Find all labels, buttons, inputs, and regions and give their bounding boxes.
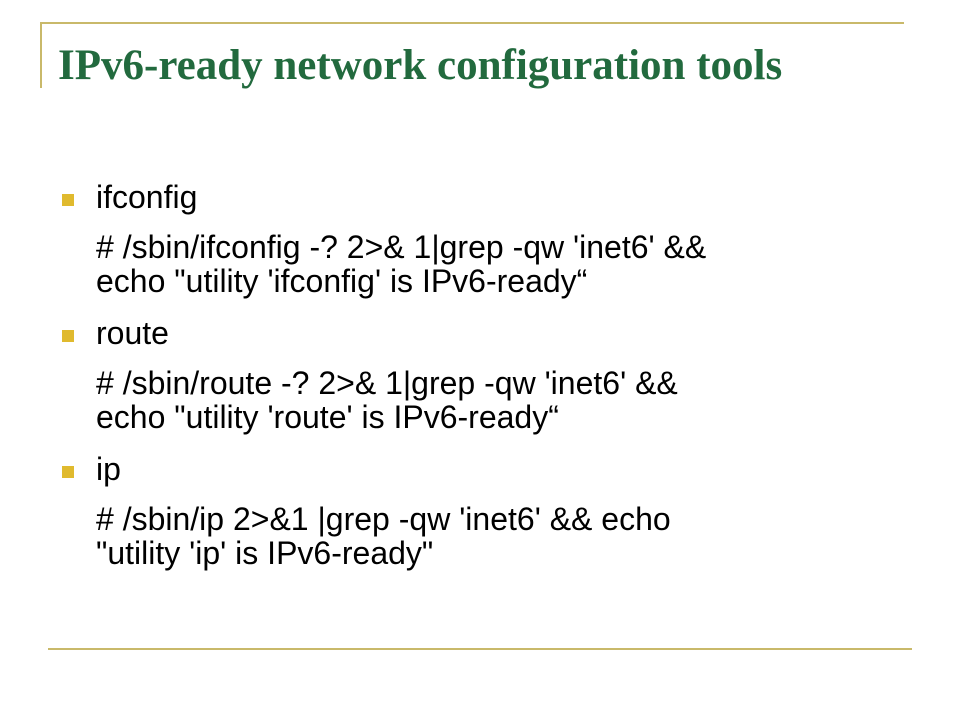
list-item-route: route # /sbin/route -? 2>& 1|grep -qw 'i… [60, 310, 920, 434]
command-line: # /sbin/ifconfig -? 2>& 1|grep -qw 'inet… [96, 229, 707, 265]
frame-left-line [40, 22, 42, 88]
command-text: # /sbin/ip 2>&1 |grep -qw 'inet6' && ech… [96, 502, 920, 570]
list-item-ip: ip # /sbin/ip 2>&1 |grep -qw 'inet6' && … [60, 446, 920, 570]
command-line: # /sbin/route -? 2>& 1|grep -qw 'inet6' … [96, 365, 678, 401]
square-bullet-icon [62, 330, 74, 342]
frame-bottom-line [48, 648, 912, 650]
command-line: # /sbin/ip 2>&1 |grep -qw 'inet6' && ech… [96, 501, 671, 537]
item-label: ifconfig [96, 179, 198, 215]
item-label: ip [96, 451, 121, 487]
command-text: # /sbin/ifconfig -? 2>& 1|grep -qw 'inet… [96, 230, 920, 298]
frame-top-line [40, 22, 904, 24]
command-line: "utility 'ip' is IPv6-ready" [96, 535, 434, 571]
command-text: # /sbin/route -? 2>& 1|grep -qw 'inet6' … [96, 366, 920, 434]
item-label: route [96, 315, 169, 351]
bullet-list: ifconfig # /sbin/ifconfig -? 2>& 1|grep … [60, 174, 920, 582]
command-line: echo "utility 'ifconfig' is IPv6-ready“ [96, 263, 588, 299]
list-item-ifconfig: ifconfig # /sbin/ifconfig -? 2>& 1|grep … [60, 174, 920, 298]
square-bullet-icon [62, 466, 74, 478]
command-line: echo "utility 'route' is IPv6-ready“ [96, 399, 559, 435]
slide-title: IPv6-ready network configuration tools [58, 42, 783, 89]
square-bullet-icon [62, 194, 74, 206]
